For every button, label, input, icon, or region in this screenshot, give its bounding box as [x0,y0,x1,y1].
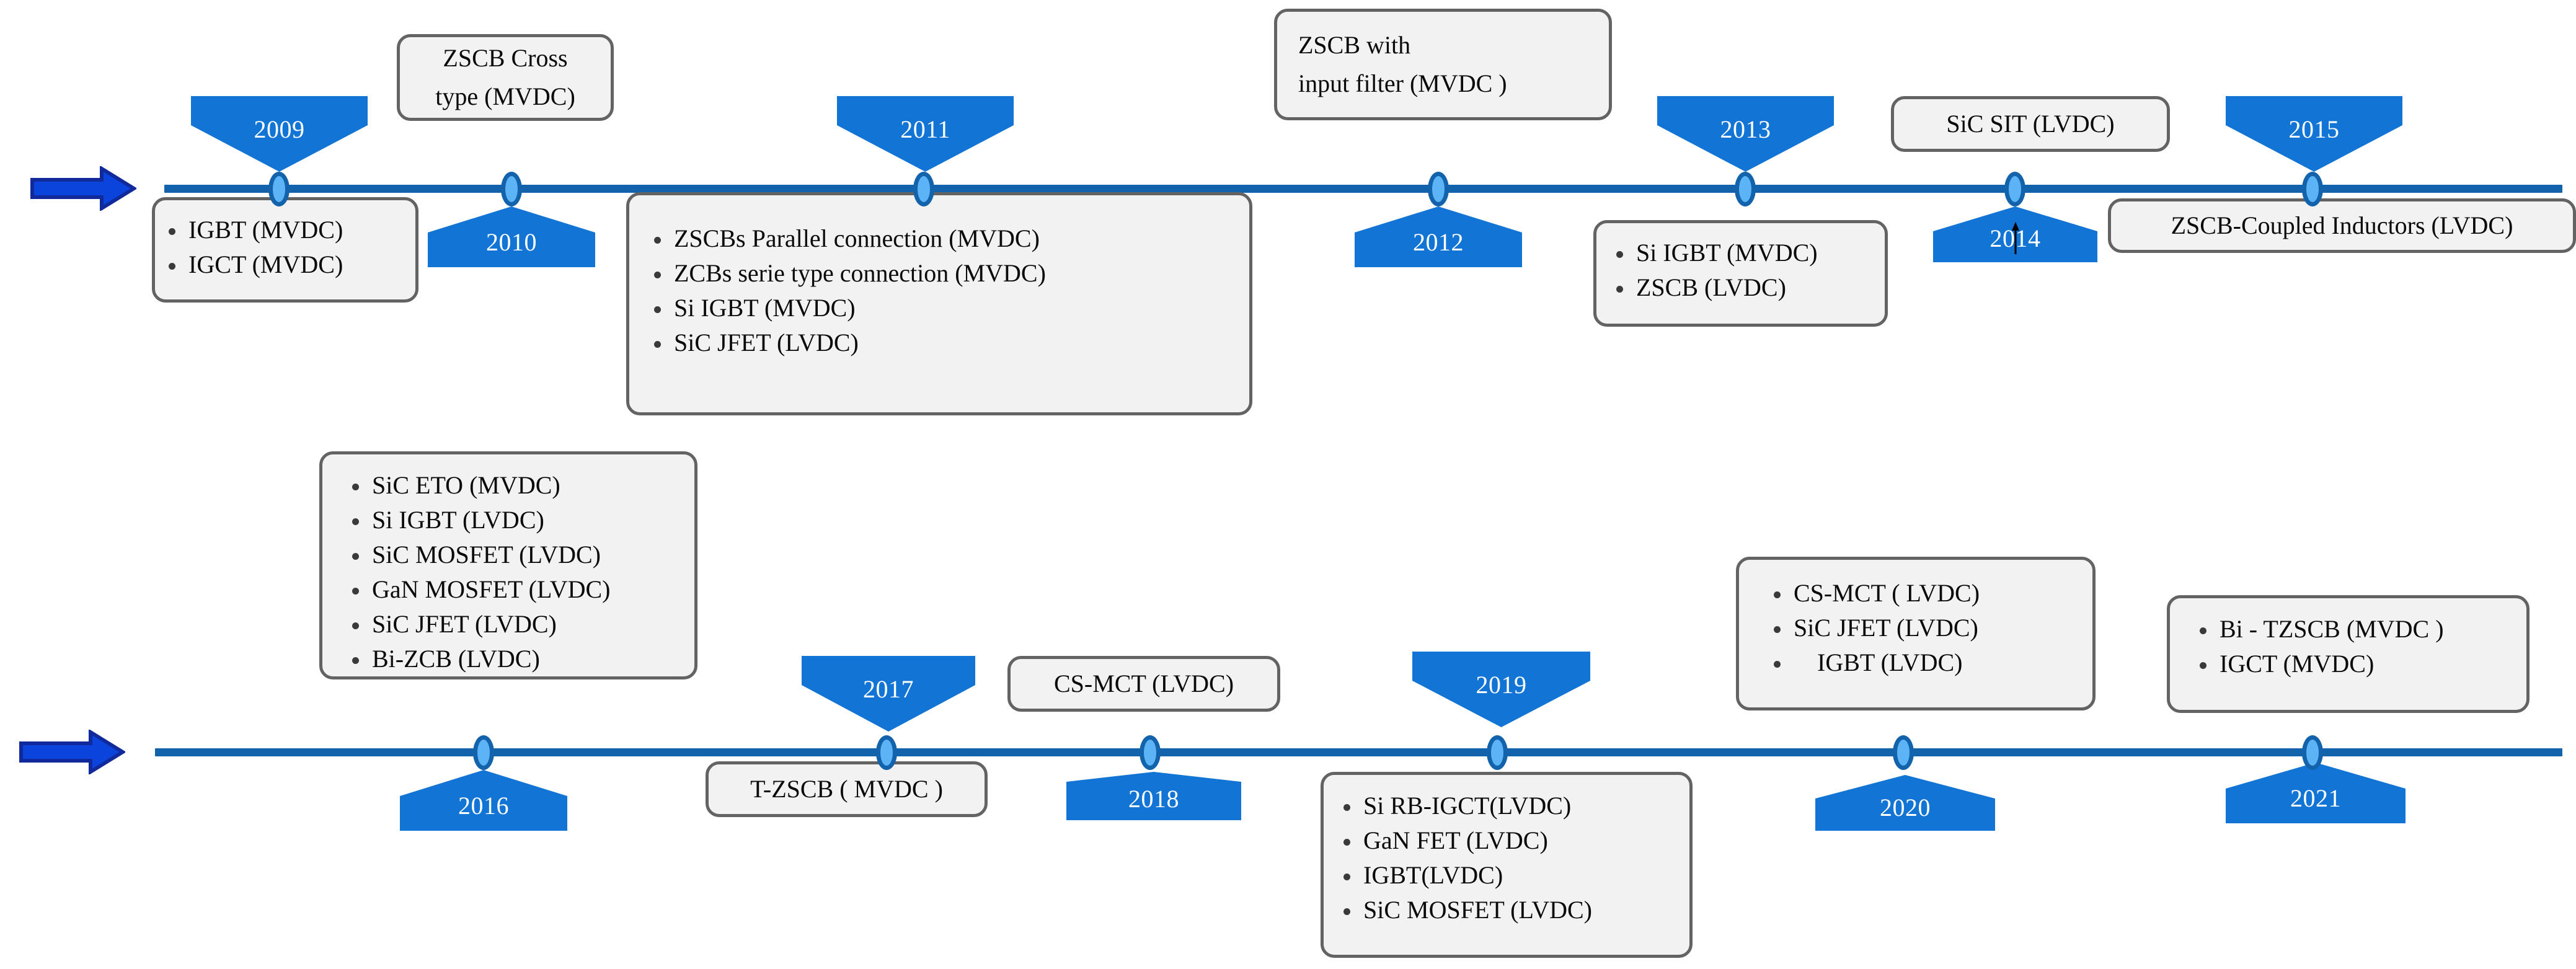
year-label: 2017 [863,675,914,703]
list-item: Si IGBT (LVDC) [347,504,686,536]
year-label: 2018 [1128,785,1179,813]
pentagon-up-icon [1066,772,1241,820]
info-box-2016[interactable]: SiC ETO (MVDC) Si IGBT (LVDC) SiC MOSFET… [319,451,697,679]
list-item: Si IGBT (MVDC) [649,292,1241,324]
year-marker-2011[interactable]: 2011 [837,96,1014,172]
pentagon-up-icon [2226,763,2406,823]
timeline-node-2011[interactable] [913,172,934,206]
timeline-node-2016[interactable] [473,735,494,770]
timeline-node-2017[interactable] [876,735,897,770]
info-box-2012[interactable]: ZSCB with input filter (MVDC ) [1274,9,1612,120]
info-box-2019[interactable]: Si RB-IGCT(LVDC) GaN FET (LVDC) IGBT(LVD… [1321,772,1693,958]
timeline-node-2015[interactable] [2302,172,2323,206]
info-box-2009[interactable]: IGBT (MVDC) IGCT (MVDC) [152,197,418,303]
info-box-2015[interactable]: ZSCB-Coupled Inductors (LVDC) [2108,198,2576,253]
timeline-node-2020[interactable] [1893,735,1914,770]
pointer-tick-2014 [2012,222,2019,254]
year-label: 2019 [1476,671,1527,699]
list-item: SiC JFET (LVDC) [347,608,686,640]
list-item: Si IGBT (MVDC) [1611,237,1876,269]
list-item: Bi-ZCB (LVDC) [347,643,686,675]
year-label: 2021 [2290,784,2341,812]
year-marker-2012[interactable]: 2012 [1355,206,1522,267]
list-item: SiC MOSFET (LVDC) [347,539,686,571]
chevron-down-icon [191,96,368,172]
timeline-node-2010[interactable] [501,172,522,206]
list-item: ZCBs serie type connection (MVDC) [649,257,1241,290]
year-marker-2009[interactable]: 2009 [191,96,368,172]
timeline-node-2021[interactable] [2302,735,2323,770]
list-item: IGBT(LVDC) [1339,859,1681,892]
chevron-down-icon [1657,96,1834,172]
list-item: CS-MCT ( LVDC) [1769,577,2084,609]
year-marker-2017[interactable]: 2017 [802,656,975,732]
timeline-node-2014[interactable] [2004,172,2025,206]
year-label: 2011 [900,115,950,143]
year-marker-2018[interactable]: 2018 [1066,772,1241,820]
list-item: IGBT (LVDC) [1769,647,2084,679]
list-item: GaN FET (LVDC) [1339,825,1681,857]
year-label: 2012 [1413,228,1464,256]
info-box-2017[interactable]: T-ZSCB ( MVDC ) [706,761,988,817]
timeline-node-2013[interactable] [1735,172,1756,206]
info-box-2020[interactable]: CS-MCT ( LVDC) SiC JFET (LVDC) IGBT (LVD… [1736,557,2096,710]
info-box-2021[interactable]: Bi - TZSCB (MVDC ) IGCT (MVDC) [2167,595,2530,713]
list-item: SiC JFET (LVDC) [1769,612,2084,644]
timeline-axis-top [164,185,2562,193]
pentagon-up-icon [1355,206,1522,267]
year-label: 2010 [486,228,537,256]
timeline-node-2018[interactable] [1140,735,1161,770]
timeline-node-2009[interactable] [268,172,290,206]
year-label: 2020 [1880,794,1931,821]
list-item: IGCT (MVDC) [2195,648,2518,680]
info-box-2018[interactable]: CS-MCT (LVDC) [1007,656,1280,712]
timeline-start-arrow-bottom [19,730,125,774]
chevron-down-icon [802,656,975,732]
list-item: SiC JFET (LVDC) [649,327,1241,359]
list-item: ZSCBs Parallel connection (MVDC) [649,223,1241,255]
info-box-2010[interactable]: ZSCB Cross type (MVDC) [397,34,614,121]
list-item: ZSCB (LVDC) [1611,272,1876,304]
timeline-start-arrow-top [30,166,136,211]
list-item: GaN MOSFET (LVDC) [347,573,686,606]
year-marker-2020[interactable]: 2020 [1815,775,1995,831]
year-marker-2016[interactable]: 2016 [400,770,567,831]
pentagon-up-icon [428,206,595,267]
info-box-2011[interactable]: ZSCBs Parallel connection (MVDC) ZCBs se… [626,192,1252,415]
timeline-node-2012[interactable] [1428,172,1449,206]
info-box-2013[interactable]: Si IGBT (MVDC) ZSCB (LVDC) [1593,220,1888,327]
chevron-down-icon [1412,652,1590,727]
year-label: 2016 [458,792,509,820]
year-marker-2010[interactable]: 2010 [428,206,595,267]
list-item: IGCT (MVDC) [164,249,407,281]
list-item: Bi - TZSCB (MVDC ) [2195,613,2518,645]
year-label: 2015 [2288,115,2340,143]
list-item: IGBT (MVDC) [164,214,407,246]
pentagon-up-icon [1815,775,1995,831]
chevron-down-icon [2226,96,2402,172]
chevron-down-icon [837,96,1014,172]
pentagon-up-icon [400,770,567,831]
list-item: Si RB-IGCT(LVDC) [1339,790,1681,822]
info-box-2014[interactable]: SiC SIT (LVDC) [1891,96,2170,152]
year-label: 2013 [1720,115,1771,143]
year-label: 2009 [254,115,305,143]
list-item: SiC ETO (MVDC) [347,469,686,502]
year-marker-2015[interactable]: 2015 [2226,96,2402,172]
year-marker-2013[interactable]: 2013 [1657,96,1834,172]
year-marker-2021[interactable]: 2021 [2226,763,2406,823]
year-marker-2019[interactable]: 2019 [1412,652,1590,727]
list-item: SiC MOSFET (LVDC) [1339,894,1681,926]
timeline-axis-bottom [155,748,2562,756]
timeline-node-2019[interactable] [1487,735,1508,770]
